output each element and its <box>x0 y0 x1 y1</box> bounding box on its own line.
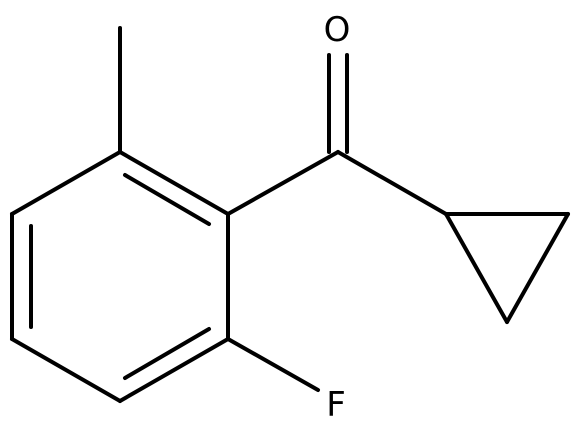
atom-label-oxygen: O <box>324 10 351 50</box>
bond-cyclopropyl-b <box>505 212 570 324</box>
bond-ring-c1-c2 <box>118 150 230 216</box>
bond-ring-c6-c1 <box>10 150 122 216</box>
atom-label-fluorine: F <box>326 385 346 425</box>
bond-ring-inner-c1-c2 <box>123 173 211 226</box>
bond-ring-to-carbonyl <box>226 150 340 216</box>
bond-cyclopropyl-c <box>444 212 509 324</box>
bond-ring-c3-c4 <box>118 337 230 403</box>
bond-carbon-fluorine <box>226 337 320 392</box>
bond-ring-inner-c3-c4 <box>123 327 211 380</box>
bond-ring-c4-c5 <box>10 337 122 403</box>
bond-carbonyl-to-cyclopropyl <box>336 150 448 216</box>
